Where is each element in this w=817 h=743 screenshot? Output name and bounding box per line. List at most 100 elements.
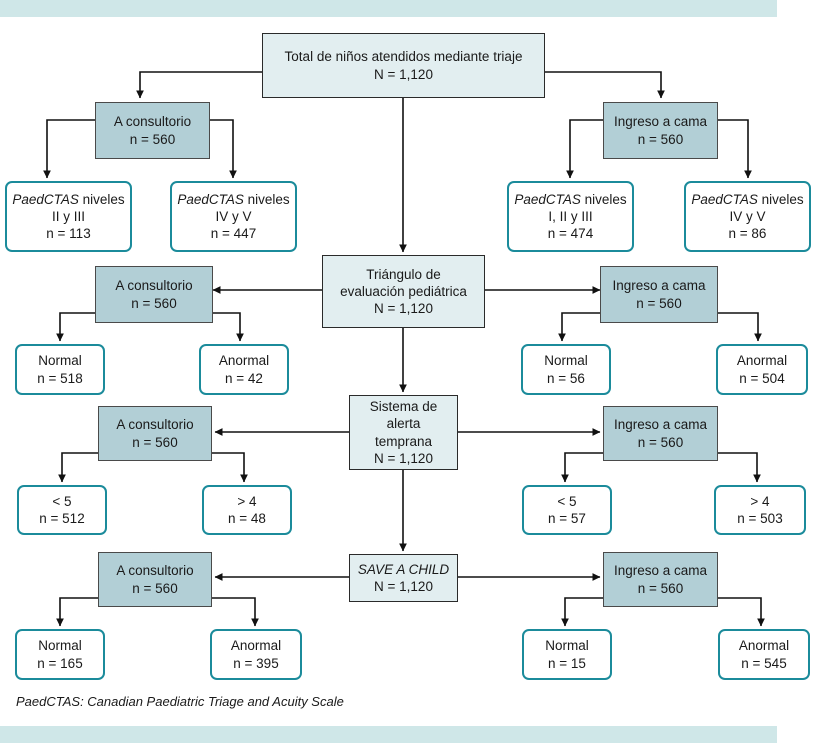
node-line: temprana [374, 433, 433, 449]
node-value: n = 395 [233, 655, 279, 671]
node-value: n = 560 [637, 131, 684, 147]
node-line: > 4 [750, 493, 770, 509]
node-line: Normal [38, 638, 82, 654]
node-line: Total de niños atendidos mediante triaje [284, 49, 523, 65]
node-stage2-anormal-bed: Anormal n = 504 [716, 344, 808, 395]
decorative-band-bottom [0, 726, 777, 743]
node-stage1-paedctas-ii-iii: PaedCTAS niveles II y III n = 113 [5, 181, 132, 252]
node-line: Ingreso a cama [613, 563, 708, 579]
node-stage1-group-office: A consultorio n = 560 [95, 102, 210, 159]
node-line: A consultorio [115, 278, 193, 294]
node-value: n = 512 [39, 511, 85, 526]
node-stage4-normal-office: Normal n = 165 [15, 629, 105, 680]
node-line: Ingreso a cama [613, 114, 708, 130]
node-line: Anormal [230, 638, 282, 654]
node-line: Anormal [738, 638, 790, 654]
node-stage2-tep: Triángulo de evaluación pediátrica N = 1… [322, 255, 485, 328]
node-value: n = 42 [225, 370, 263, 386]
node-value: n = 560 [637, 580, 684, 596]
node-value: n = 113 [46, 226, 91, 242]
node-line: PaedCTAS niveles [12, 191, 124, 208]
node-line: < 5 [52, 493, 72, 509]
node-line-suffix: niveles [757, 191, 804, 207]
node-value: N = 1,120 [374, 301, 433, 317]
node-stage3-gt4-office: > 4 n = 48 [202, 485, 292, 535]
node-stage4-save-a-child: SAVE A CHILD N = 1,120 [349, 554, 458, 602]
node-stage2-normal-bed: Normal n = 56 [521, 344, 611, 395]
node-line: II y III [51, 208, 85, 224]
node-value: n = 518 [37, 370, 83, 386]
node-stage2-anormal-office: Anormal n = 42 [199, 344, 289, 395]
node-stage4-group-office: A consultorio n = 560 [98, 552, 212, 607]
node-value: n = 86 [728, 226, 767, 242]
node-line: Triángulo de [366, 266, 441, 282]
node-value: n = 56 [547, 370, 585, 386]
paedctas-term: PaedCTAS [691, 191, 758, 207]
node-line-suffix: niveles [78, 191, 125, 207]
node-line: Normal [545, 638, 589, 654]
node-value: n = 48 [228, 511, 266, 526]
node-value: n = 545 [741, 655, 787, 671]
node-line: Ingreso a cama [612, 278, 706, 294]
node-value: n = 560 [637, 434, 684, 450]
node-value: n = 560 [132, 434, 178, 450]
node-stage3-lt5-bed: < 5 n = 57 [522, 485, 612, 535]
node-line: alerta [386, 416, 421, 432]
paedctas-term: PaedCTAS [177, 191, 244, 207]
node-value: n = 447 [210, 226, 257, 242]
node-value: n = 474 [547, 226, 594, 242]
node-value: n = 165 [37, 655, 83, 671]
node-value: n = 503 [737, 511, 783, 526]
paedctas-term: PaedCTAS [12, 191, 79, 207]
node-line: I, II y III [548, 208, 593, 224]
node-stage1-group-bed: Ingreso a cama n = 560 [603, 102, 718, 159]
node-line: IV y V [729, 208, 766, 224]
node-stage2-normal-office: Normal n = 518 [15, 344, 105, 395]
node-stage3-early-warning: Sistema de alerta temprana N = 1,120 [349, 395, 458, 470]
node-stage4-normal-bed: Normal n = 15 [522, 629, 612, 680]
node-line: < 5 [557, 493, 577, 509]
node-value: n = 560 [636, 295, 682, 311]
node-line: SAVE A CHILD [357, 561, 450, 577]
node-line: PaedCTAS niveles [177, 191, 289, 208]
node-stage4-anormal-bed: Anormal n = 545 [718, 629, 810, 680]
node-stage3-group-bed: Ingreso a cama n = 560 [603, 406, 718, 461]
node-line: Sistema de [369, 398, 438, 414]
node-line: A consultorio [116, 417, 194, 433]
node-value: n = 560 [129, 131, 176, 147]
node-line: A consultorio [116, 563, 194, 579]
node-value: n = 560 [131, 295, 177, 311]
node-stage3-gt4-bed: > 4 n = 503 [714, 485, 806, 535]
node-line-suffix: niveles [580, 191, 627, 207]
node-line-suffix: niveles [243, 191, 290, 207]
node-line: PaedCTAS niveles [514, 191, 626, 208]
node-stage1-paedctas-i-ii-iii: PaedCTAS niveles I, II y III n = 474 [507, 181, 634, 252]
node-stage3-lt5-office: < 5 n = 512 [17, 485, 107, 535]
node-stage4-group-bed: Ingreso a cama n = 560 [603, 552, 718, 607]
node-value: N = 1,120 [374, 66, 433, 82]
node-value: n = 560 [132, 580, 178, 596]
node-total-triage: Total de niños atendidos mediante triaje… [262, 33, 545, 98]
node-line: A consultorio [113, 114, 192, 130]
node-line: Normal [544, 353, 588, 369]
node-value: n = 504 [739, 370, 785, 386]
node-line: > 4 [237, 493, 257, 509]
node-stage1-paedctas-iv-v-bed: PaedCTAS niveles IV y V n = 86 [684, 181, 811, 252]
node-line: Anormal [736, 353, 788, 369]
node-line: Normal [38, 353, 82, 369]
node-line: Ingreso a cama [613, 417, 708, 433]
figure-footnote: PaedCTAS: Canadian Paediatric Triage and… [16, 694, 344, 709]
node-stage4-anormal-office: Anormal n = 395 [210, 629, 302, 680]
node-stage1-paedctas-iv-v-office: PaedCTAS niveles IV y V n = 447 [170, 181, 297, 252]
node-line: PaedCTAS niveles [691, 191, 803, 208]
node-stage2-group-bed: Ingreso a cama n = 560 [600, 266, 718, 323]
node-line: Anormal [218, 353, 270, 369]
node-value: N = 1,120 [374, 450, 433, 466]
node-stage2-group-office: A consultorio n = 560 [95, 266, 213, 323]
node-value: n = 57 [548, 511, 586, 526]
decorative-band-top [0, 0, 777, 17]
node-line: IV y V [215, 208, 252, 224]
node-line: evaluación pediátrica [340, 283, 467, 299]
paedctas-term: PaedCTAS [514, 191, 581, 207]
